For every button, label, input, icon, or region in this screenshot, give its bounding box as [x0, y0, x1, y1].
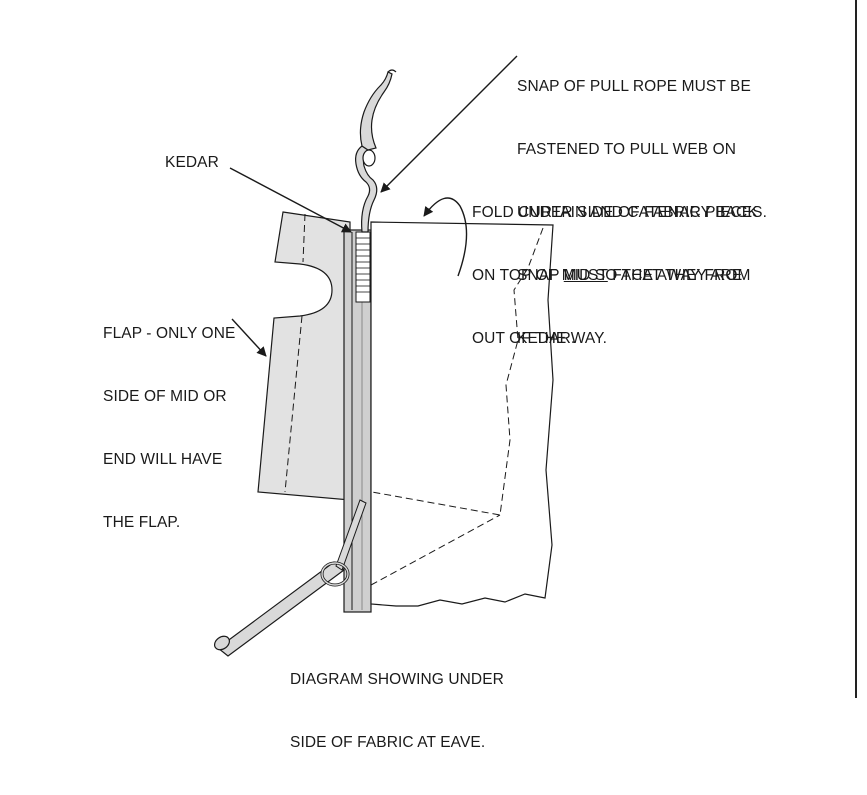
flap-shape: [257, 211, 351, 501]
kedar-label: KEDAR: [165, 154, 219, 171]
flap-line-3: END WILL HAVE: [103, 451, 223, 468]
snap-callout-text: SNAP OF PULL ROPE MUST BE FASTENED TO PU…: [517, 34, 767, 391]
fabric-curtain: [370, 221, 554, 607]
pull-rope: [213, 499, 367, 657]
fold-callout-text: FOLD CURTAIN AND CATENARY BACK ON TOP OF…: [472, 160, 758, 391]
snap-line-4: SNAP MUST FACE AWAY FROM: [517, 265, 767, 286]
snap-line-4-underlined: MUST: [563, 267, 608, 284]
page-border-right: [855, 0, 857, 698]
snap-line-4-post: FACE AWAY FROM: [607, 267, 751, 284]
fold-callout-arrow: [423, 197, 468, 277]
kedar-callout-arrow: [229, 167, 352, 233]
snap-callout-arrow: [380, 55, 518, 193]
eave-diagram: [213, 55, 554, 657]
flap-line-2: SIDE OF MID OR: [103, 388, 227, 405]
diagram-canvas: SNAP OF PULL ROPE MUST BE FASTENED TO PU…: [103, 0, 857, 751]
flap-dashed-line: [284, 213, 306, 493]
fold-line-2: ON TOP OF MID SO THAT THEY ARE: [472, 267, 743, 284]
pull-web: [355, 231, 371, 303]
fold-line-1: FOLD CURTAIN AND CATENARY BACK: [472, 204, 758, 221]
fabric-dashed-line: [370, 227, 544, 586]
snap-line-2: FASTENED TO PULL WEB ON: [517, 141, 737, 158]
flap-line-1: FLAP - ONLY ONE: [103, 325, 236, 342]
caption-line-2: SIDE OF FABRIC AT EAVE.: [290, 734, 486, 751]
snap-line-5: KEDAR.: [517, 330, 576, 347]
caption-line-1: DIAGRAM SHOWING UNDER: [290, 671, 504, 688]
snap-line-1: SNAP OF PULL ROPE MUST BE: [517, 78, 751, 95]
flap-callout-text: FLAP - ONLY ONE SIDE OF MID OR END WILL …: [103, 281, 235, 575]
snap-line-4-pre: SNAP: [517, 267, 564, 284]
diagram-caption: DIAGRAM SHOWING UNDER SIDE OF FABRIC AT …: [290, 627, 504, 795]
flap-callout-arrow: [231, 318, 267, 357]
flap-line-4: THE FLAP.: [103, 514, 181, 531]
snap-line-3: UNDER SIDE OF FABRIC PIECES.: [517, 204, 767, 221]
fold-line-3: OUT OF THE WAY.: [472, 330, 607, 347]
snap-hook: [355, 69, 397, 233]
